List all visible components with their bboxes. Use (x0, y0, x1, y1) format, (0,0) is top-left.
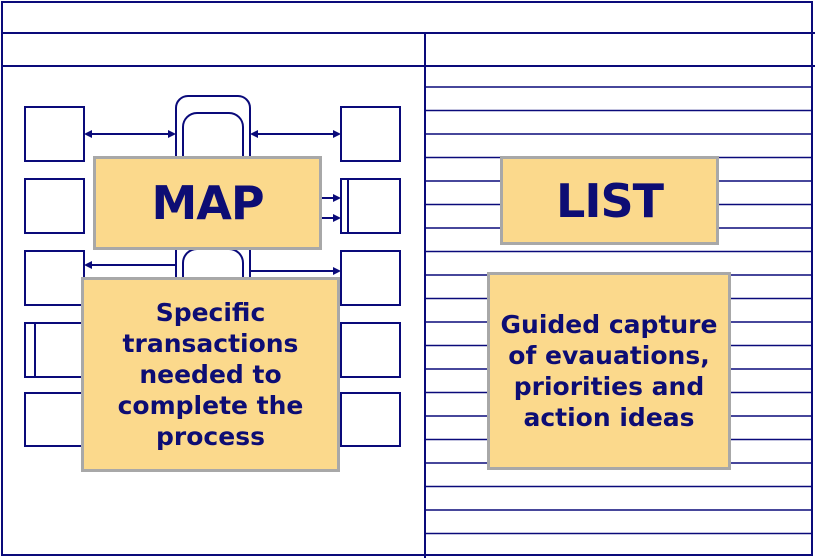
map-title-callout: MAP (93, 156, 322, 250)
process-box-left-4 (24, 322, 85, 378)
process-box-left-2 (24, 178, 85, 234)
title-row-divider (1, 32, 815, 34)
process-box-right-3 (340, 250, 401, 306)
connector-arrowheads (84, 130, 341, 275)
map-title: MAP (151, 176, 264, 230)
process-box-left-1 (24, 106, 85, 162)
list-title-callout: LIST (500, 156, 719, 245)
map-description-callout: Specific transactions needed to complete… (81, 277, 340, 472)
list-description: Guided capture of evauations, priorities… (500, 310, 718, 432)
process-box-right-4 (340, 322, 401, 378)
header-row-divider (1, 65, 815, 67)
column-divider (424, 32, 426, 558)
list-title: LIST (556, 173, 664, 228)
process-box-left-3 (24, 250, 85, 306)
process-box-right-2 (340, 178, 401, 234)
process-box-left-5 (24, 392, 85, 447)
process-box-right-5 (340, 392, 401, 447)
process-box-right-1 (340, 106, 401, 162)
map-description: Specific transactions needed to complete… (117, 298, 304, 451)
list-description-callout: Guided capture of evauations, priorities… (487, 272, 731, 470)
